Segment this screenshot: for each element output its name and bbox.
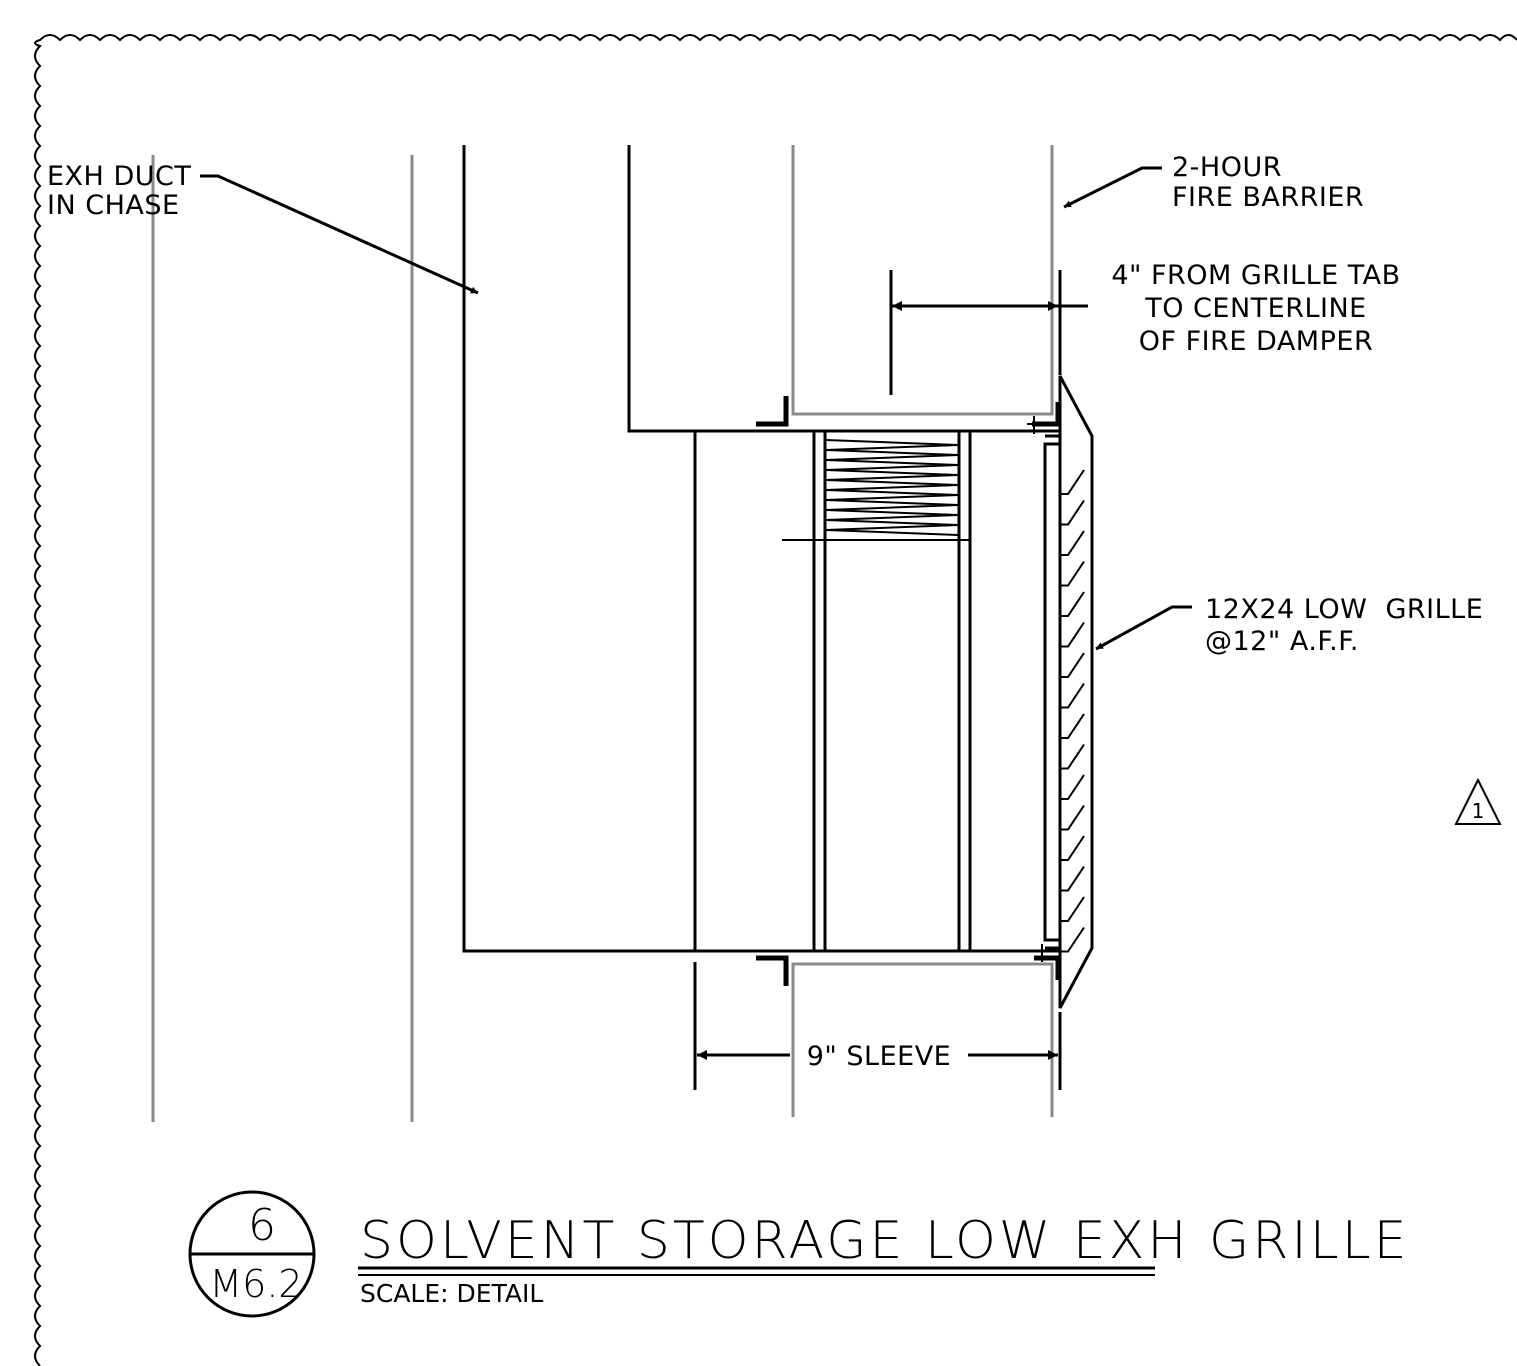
revision-delta-number: 1 <box>1472 799 1485 823</box>
detail-title: SOLVENT STORAGE LOW EXH GRILLE <box>360 1211 1410 1271</box>
leader-fire-barrier <box>1063 166 1162 209</box>
grille-louver <box>1060 652 1085 678</box>
grille-louver <box>1060 621 1085 648</box>
fire-barrier-label-2: FIRE BARRIER <box>1172 182 1364 213</box>
fire-damper-blades <box>825 439 959 536</box>
detail-scale: SCALE: DETAIL <box>360 1279 543 1308</box>
grille-louver <box>1060 804 1085 831</box>
grille-louver <box>1060 713 1085 739</box>
fire-barrier-label: 2-HOUR <box>1172 152 1282 183</box>
low-grille-label-2: @12" A.F.F. <box>1205 626 1359 657</box>
exhaust-duct <box>462 145 1060 953</box>
low-grille-label: 12X24 LOW GRILLE <box>1205 594 1483 625</box>
grille-face <box>1058 375 1094 1009</box>
grille-louvers <box>1060 469 1085 953</box>
fire-barrier-upper <box>791 145 1054 416</box>
grille-louver <box>1060 499 1085 526</box>
retaining-angle-bottom-right <box>1034 955 1061 980</box>
grille-tab-label-2: TO CENTERLINE <box>1144 293 1367 324</box>
detail-number: 6 <box>248 1200 276 1251</box>
exh-duct-label-2: IN CHASE <box>47 190 180 221</box>
grille-louver <box>1060 469 1085 495</box>
detail-sheet: M6.2 <box>209 1262 302 1306</box>
grille-louver <box>1060 926 1085 953</box>
grille-flange <box>1043 442 1060 942</box>
grille-louver <box>1060 835 1085 861</box>
revision-cloud <box>34 34 1517 1366</box>
grille-louver <box>1060 591 1085 617</box>
exh-duct-label: EXH DUCT <box>47 161 191 192</box>
duct-upper-edge <box>627 145 1060 433</box>
grille-louver <box>1060 530 1085 556</box>
grille-louver <box>1060 743 1085 770</box>
grille-louver <box>1060 774 1085 800</box>
fire-damper-frame-right <box>957 429 972 953</box>
grille-louver <box>1060 865 1085 892</box>
fire-damper-frame-left <box>812 429 827 953</box>
leader-exh-duct <box>200 174 479 295</box>
grille-louver <box>1060 682 1085 709</box>
fire-barrier-lower <box>791 962 1054 1117</box>
retaining-angle-bottom-left <box>756 955 789 986</box>
grille-tab-label-3: OF FIRE DAMPER <box>1139 326 1373 357</box>
retaining-angle-top-left <box>756 396 789 427</box>
sleeve-label: 9" SLEEVE <box>807 1041 952 1072</box>
leader-low-grille <box>1095 605 1192 651</box>
grille-tab-label: 4" FROM GRILLE TAB <box>1111 260 1400 291</box>
grille-louver <box>1060 896 1085 922</box>
revision-delta <box>1454 777 1502 825</box>
grille-louver <box>1060 560 1085 587</box>
fire-damper-blade-stack <box>825 439 959 536</box>
